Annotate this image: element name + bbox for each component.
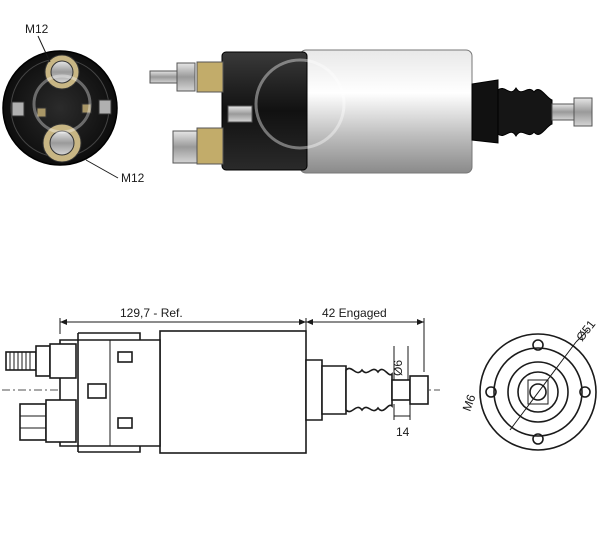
- end-view-hole-top: [532, 339, 544, 351]
- label-shaft-diameter: Ø6: [391, 360, 405, 376]
- drawing-bottom-nut: [19, 403, 47, 441]
- side-stud-left: [11, 101, 25, 117]
- top-stud-nut-2: [196, 61, 224, 93]
- end-view-dia-leader: [509, 341, 577, 431]
- drawing-mid-stud: [87, 383, 107, 399]
- label-terminal-bottom: M12: [121, 171, 145, 185]
- rubber-boot: [497, 87, 553, 137]
- leader-top: [37, 35, 51, 63]
- end-view-hub: [517, 371, 559, 413]
- photo-side-view: [149, 49, 593, 174]
- drawing-shaft: [391, 379, 411, 401]
- photo-end-face: [2, 50, 118, 166]
- end-view-hole-left: [485, 386, 497, 398]
- label-mount-bolt: M6: [460, 392, 479, 413]
- drawing-top-thread-lines: [9, 352, 31, 370]
- leader-bottom: [85, 159, 119, 179]
- drawing-top-nut: [35, 345, 51, 377]
- drawing-side-view: [2, 330, 440, 454]
- dim-length: [59, 318, 425, 372]
- end-view-shaft: [529, 383, 547, 401]
- label-flange-diameter: Ø51: [573, 317, 598, 344]
- side-stud-right: [98, 99, 112, 115]
- small-stud-b: [81, 103, 92, 114]
- drawing-housing-bottom-rib: [78, 446, 141, 453]
- end-view-hole-bottom: [532, 433, 544, 445]
- plunger-tip: [573, 97, 593, 127]
- end-view-dia-leader-ext: [575, 329, 589, 343]
- watermark-logo: [32, 74, 92, 134]
- drawing-connector-a: [117, 351, 133, 363]
- label-length-ref: 129,7 - Ref.: [120, 306, 183, 320]
- drawing-plunger-collar: [305, 359, 323, 421]
- drawing-body: [159, 330, 307, 454]
- end-view-inner-ring: [493, 347, 583, 437]
- middle-small-stud: [227, 105, 253, 123]
- drawing-end-view: [479, 329, 597, 451]
- end-view-boss: [507, 361, 569, 423]
- dim-shaft: [393, 346, 411, 420]
- top-stud-nut-1: [176, 62, 196, 92]
- end-view-hole-right: [579, 386, 591, 398]
- end-cap: [2, 50, 118, 166]
- label-engaged: 42 Engaged: [322, 306, 387, 320]
- upper-terminal-bolt: [50, 60, 74, 84]
- bottom-stud-nut-1: [172, 130, 198, 164]
- terminal-housing: [221, 51, 308, 171]
- bottom-stud-nut-2: [196, 127, 224, 165]
- plunger-shaft: [551, 103, 575, 121]
- label-shaft-length: 14: [396, 425, 410, 439]
- label-terminal-top: M12: [25, 22, 49, 36]
- drawing-connector-b: [117, 417, 133, 429]
- drawing-bottom-washer: [45, 399, 77, 443]
- watermark-logo-side: [254, 58, 346, 150]
- drawing-plunger-sleeve: [321, 365, 347, 415]
- end-view-shaft-flat: [527, 379, 549, 405]
- drawing-rubber-boot: [345, 367, 393, 413]
- drawing-top-washer: [49, 343, 77, 379]
- drawing-shaft-tip: [409, 375, 429, 405]
- small-stud-a: [36, 107, 47, 118]
- lower-terminal-bolt: [49, 130, 75, 156]
- plunger-collar: [471, 79, 499, 144]
- drawing-housing-top-rib: [78, 332, 141, 340]
